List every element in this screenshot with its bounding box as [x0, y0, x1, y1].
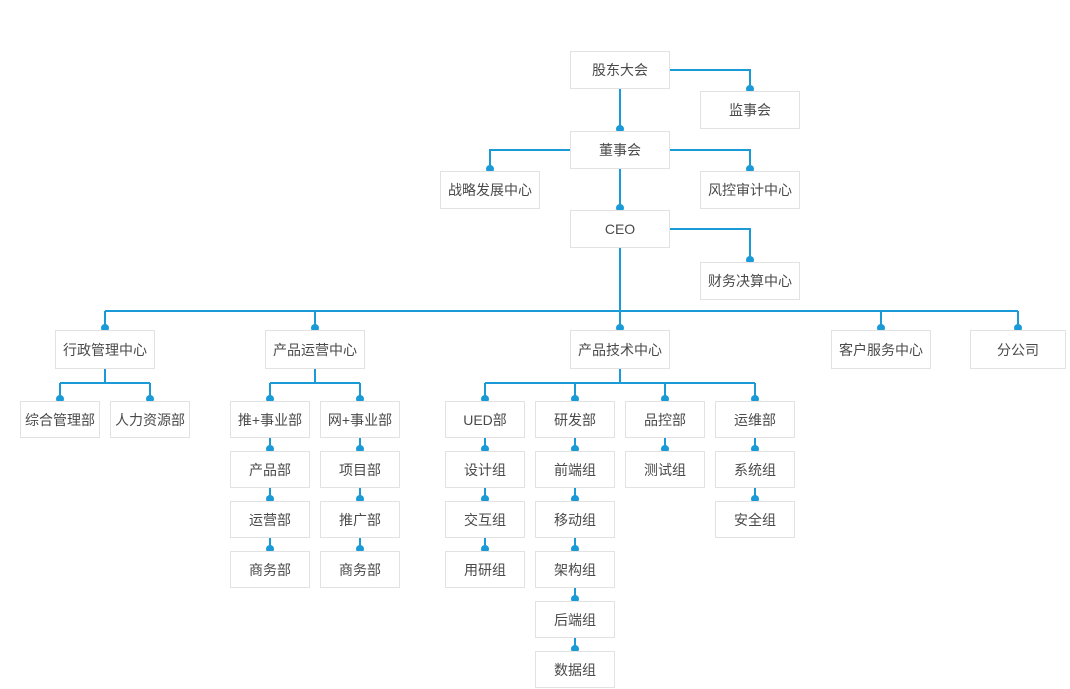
org-node-product-ops-center: 产品运营中心: [265, 330, 365, 369]
org-node-shareholders: 股东大会: [570, 51, 670, 89]
org-node-devops: 运维部: [715, 401, 795, 438]
org-node-mobile: 移动组: [535, 501, 615, 538]
org-node-board: 董事会: [570, 131, 670, 169]
org-node-wang-bu: 网+事业部: [320, 401, 400, 438]
connector-line: [59, 369, 151, 399]
org-node-backend: 后端组: [535, 601, 615, 638]
org-node-product-dept: 产品部: [230, 451, 310, 488]
org-node-hr: 人力资源部: [110, 401, 190, 438]
org-node-finance: 财务决算中心: [700, 262, 800, 300]
org-node-architecture: 架构组: [535, 551, 615, 588]
org-node-testing: 测试组: [625, 451, 705, 488]
org-node-tech-center: 产品技术中心: [570, 330, 670, 369]
org-node-data-group: 数据组: [535, 651, 615, 688]
org-node-project-dept: 项目部: [320, 451, 400, 488]
org-node-risk-audit: 风控审计中心: [700, 171, 800, 209]
connector-line: [104, 310, 1019, 328]
org-node-strategy: 战略发展中心: [440, 171, 540, 209]
org-node-rnd: 研发部: [535, 401, 615, 438]
org-node-security-group: 安全组: [715, 501, 795, 538]
org-node-supervisory: 监事会: [700, 91, 800, 129]
org-node-biz-dept-tui: 商务部: [230, 551, 310, 588]
org-node-system-group: 系统组: [715, 451, 795, 488]
org-node-ued: UED部: [445, 401, 525, 438]
org-node-promo-dept: 推广部: [320, 501, 400, 538]
org-node-ops-dept: 运营部: [230, 501, 310, 538]
org-node-design: 设计组: [445, 451, 525, 488]
org-node-tui-bu: 推+事业部: [230, 401, 310, 438]
org-node-user-research: 用研组: [445, 551, 525, 588]
org-node-frontend: 前端组: [535, 451, 615, 488]
org-node-admin-center: 行政管理中心: [55, 330, 155, 369]
connector-line: [269, 369, 361, 399]
org-node-ceo: CEO: [570, 210, 670, 248]
org-node-qc: 品控部: [625, 401, 705, 438]
org-node-general-mgmt: 综合管理部: [20, 401, 100, 438]
org-node-customer-service: 客户服务中心: [831, 330, 931, 369]
org-node-interaction: 交互组: [445, 501, 525, 538]
org-node-branch: 分公司: [970, 330, 1066, 369]
connector-line: [484, 369, 756, 399]
org-node-biz-dept-wang: 商务部: [320, 551, 400, 588]
